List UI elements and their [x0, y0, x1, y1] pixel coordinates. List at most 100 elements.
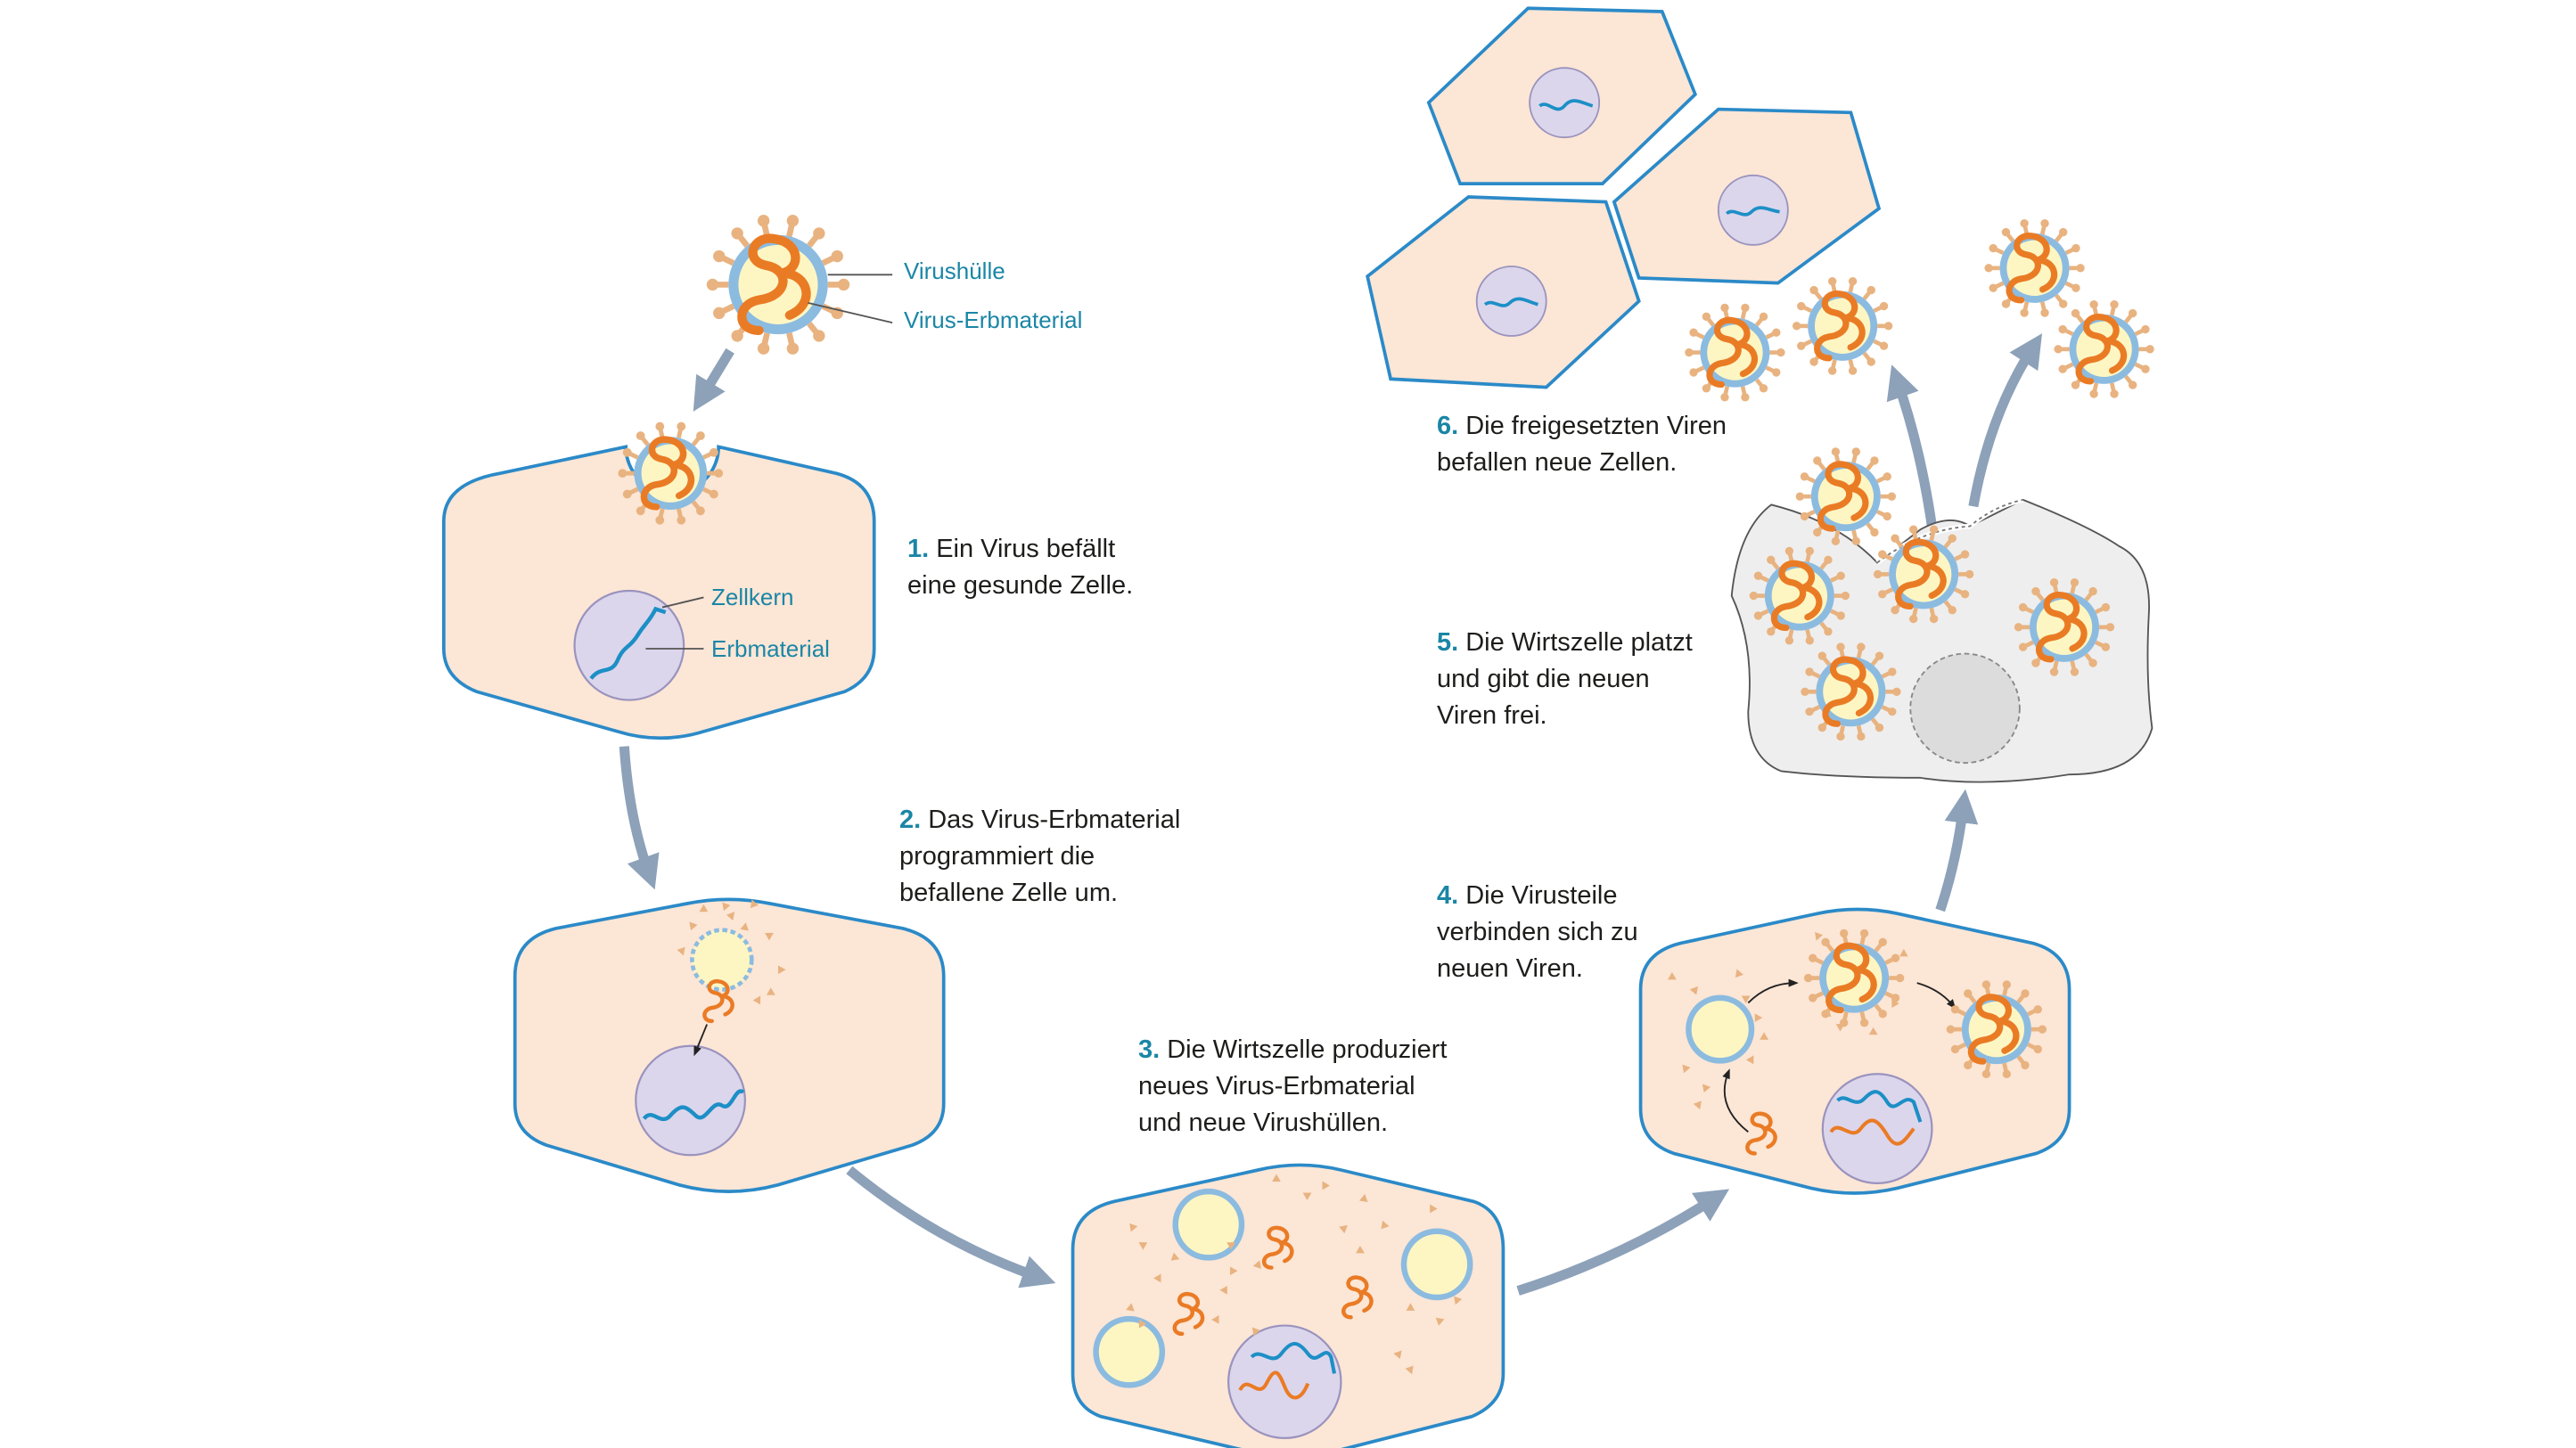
spike-protein-head	[1741, 393, 1750, 402]
step-number: 6.	[1437, 412, 1459, 440]
spike-protein	[1891, 999, 1899, 1009]
spike-protein	[1435, 1317, 1445, 1326]
spike-protein-head	[1878, 550, 1887, 559]
host-cell	[513, 897, 946, 1193]
spike-protein-head	[1759, 384, 1768, 393]
spike-protein-head	[1892, 687, 1901, 696]
spike-protein-head	[731, 227, 743, 240]
spike-protein-head	[1879, 341, 1889, 350]
spike-protein-head	[1797, 301, 1806, 311]
virus-genome-label: Virus-Erbmaterial	[904, 307, 1083, 333]
spike-protein-head	[677, 421, 686, 431]
step-number: 5.	[1437, 628, 1459, 657]
spike-protein	[752, 995, 761, 1005]
spike-protein	[1430, 1204, 1438, 1214]
spike-protein	[766, 987, 775, 995]
spike-protein-head	[1873, 569, 1883, 579]
spike-protein-head	[2021, 989, 2030, 998]
spike-protein-head	[1805, 636, 1814, 645]
spike-protein	[1682, 1064, 1691, 1074]
assembly-arrow	[1747, 978, 1799, 1004]
spike-protein	[1760, 1032, 1769, 1040]
virus-particle	[1685, 303, 1785, 402]
spike-protein	[1393, 1350, 1402, 1360]
cell-dna-strand	[1250, 1341, 1337, 1374]
spike-protein	[1356, 1245, 1365, 1254]
spike-protein-head	[2088, 586, 2097, 596]
spike-protein-head	[2040, 308, 2049, 317]
spike-protein-head	[2058, 227, 2068, 237]
spike-protein	[722, 902, 731, 912]
spike-protein-head	[1840, 929, 1849, 938]
assembly-arrow	[1916, 982, 1957, 1010]
spike-protein	[1454, 1296, 1463, 1305]
spike-protein-head	[2049, 667, 2059, 676]
step-3-caption: 3.Die Wirtszelle produziert neues Virus-…	[1138, 1032, 1447, 1141]
spike-protein	[677, 946, 685, 956]
cell-step-5	[1730, 447, 2154, 783]
spike-protein-head	[813, 330, 825, 342]
spike-protein-head	[837, 278, 850, 291]
loose-spike-proteins	[1126, 1174, 1463, 1375]
caption-line: Ein Virus befällt	[936, 535, 1116, 563]
spike-protein-head	[1831, 536, 1841, 546]
virus-rna	[2006, 233, 2058, 304]
spike-protein-head	[2089, 389, 2098, 398]
spike-protein-head	[1946, 1025, 1956, 1034]
step-2-caption: 2.Das Virus-Erbmaterial programmiert die…	[899, 802, 1180, 912]
spike-protein-head	[1984, 264, 1993, 273]
spike-protein-head	[1689, 368, 1698, 377]
spike-protein-head	[1887, 492, 1897, 501]
arrow-step1-to-step2	[619, 746, 660, 890]
spike-protein	[1272, 1174, 1281, 1182]
spike-protein-head	[2128, 308, 2137, 318]
spike-protein-head	[1828, 276, 1837, 286]
spike-protein-head	[1866, 285, 1875, 295]
spike-protein	[1251, 1327, 1260, 1337]
spike-protein	[1899, 948, 1908, 957]
spike-protein-head	[2071, 380, 2080, 389]
spike-protein-head	[1784, 636, 1794, 645]
virus-rna	[1706, 316, 1759, 389]
spike-protein	[1835, 1024, 1845, 1032]
spike-protein-head	[1828, 366, 1837, 375]
spike-protein-head	[1689, 328, 1698, 337]
spike-protein	[1138, 1319, 1147, 1329]
caption-line: befallene Zelle um.	[899, 879, 1119, 907]
spike-protein-head	[1824, 627, 1833, 636]
spike-protein-head	[1797, 341, 1806, 350]
spike-protein-head	[1888, 667, 1897, 676]
spike-protein-head	[2014, 623, 2023, 632]
cell-dna-strand	[1538, 99, 1594, 111]
loose-spike-proteins	[1668, 932, 1908, 1110]
injection-arrow	[693, 1024, 709, 1057]
spike-protein-head	[2038, 1025, 2047, 1034]
virus-rna	[1895, 538, 1947, 610]
arrow-release-left	[1886, 364, 1937, 528]
nucleus-leader	[661, 596, 704, 609]
spike-protein-head	[1964, 1060, 1973, 1070]
spike-protein-head	[2105, 623, 2115, 632]
spike-protein	[1868, 1027, 1878, 1035]
spike-protein-head	[1948, 605, 1957, 615]
empty-capsid	[1400, 1228, 1473, 1301]
spike-protein	[1702, 1084, 1711, 1093]
spike-protein-head	[1870, 456, 1879, 465]
spike-protein-head	[1859, 929, 1869, 938]
spike-protein-head	[1767, 627, 1776, 636]
spike-protein-head	[696, 431, 705, 440]
spike-protein	[1381, 1220, 1390, 1230]
spike-protein-head	[1859, 1019, 1869, 1027]
spike-protein-head	[2001, 299, 2011, 308]
caption-line: und neue Virushüllen.	[1138, 1108, 1389, 1137]
spike-protein-head	[1891, 534, 1899, 543]
spike-protein-head	[1857, 642, 1866, 651]
viral-rna	[702, 979, 734, 1024]
spike-protein-head	[1964, 989, 1973, 998]
spike-protein-head	[2128, 380, 2137, 389]
spike-protein-head	[1805, 667, 1814, 676]
cell-step-4	[1638, 907, 2071, 1195]
step-number: 1.	[907, 535, 930, 563]
spike-protein	[1668, 971, 1677, 980]
